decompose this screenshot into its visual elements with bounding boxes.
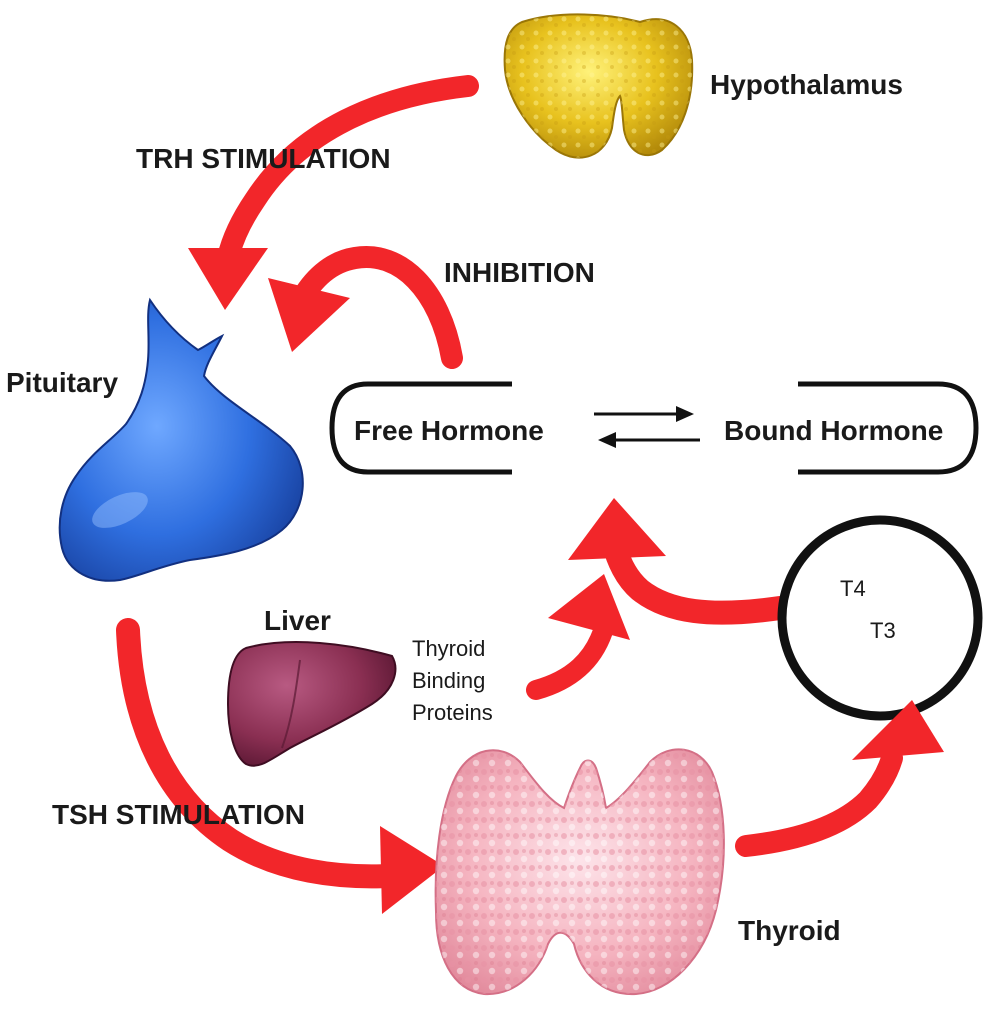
free-hormone-bracket bbox=[329, 381, 512, 475]
thyroid-gland-icon bbox=[434, 748, 725, 996]
free-hormone-label: Free Hormone bbox=[354, 415, 544, 446]
thyroid-label: Thyroid bbox=[738, 915, 841, 946]
t4-label: T4 bbox=[840, 576, 866, 601]
t4-t3-to-free-hormone-arrow bbox=[568, 498, 792, 625]
tsh-arrow bbox=[116, 618, 444, 914]
trh-arrow bbox=[188, 75, 479, 310]
binding-proteins-label-3: Proteins bbox=[412, 700, 493, 725]
pituitary-label: Pituitary bbox=[6, 367, 118, 398]
liver-label: Liver bbox=[264, 605, 331, 636]
tsh-stimulation-label: TSH STIMULATION bbox=[52, 799, 305, 830]
binding-proteins-arrow bbox=[526, 574, 630, 700]
binding-proteins-label-1: Thyroid bbox=[412, 636, 485, 661]
liver-organ-icon bbox=[226, 641, 397, 767]
inhibition-label: INHIBITION bbox=[444, 257, 595, 288]
binding-proteins-label-2: Binding bbox=[412, 668, 485, 693]
bound-hormone-bracket bbox=[798, 381, 979, 475]
thyroid-to-hormone-arrow bbox=[735, 700, 944, 857]
t3-label: T3 bbox=[870, 618, 896, 643]
hypothalamus-label: Hypothalamus bbox=[710, 69, 903, 100]
bound-hormone-label: Bound Hormone bbox=[724, 415, 943, 446]
pituitary-gland-icon bbox=[58, 297, 304, 582]
hormone-circle-icon bbox=[777, 515, 983, 721]
hypothalamus-organ-icon bbox=[503, 13, 694, 159]
trh-stimulation-label: TRH STIMULATION bbox=[136, 143, 391, 174]
equilibrium-arrows-icon bbox=[594, 406, 700, 448]
inhibition-arrow bbox=[268, 246, 463, 369]
